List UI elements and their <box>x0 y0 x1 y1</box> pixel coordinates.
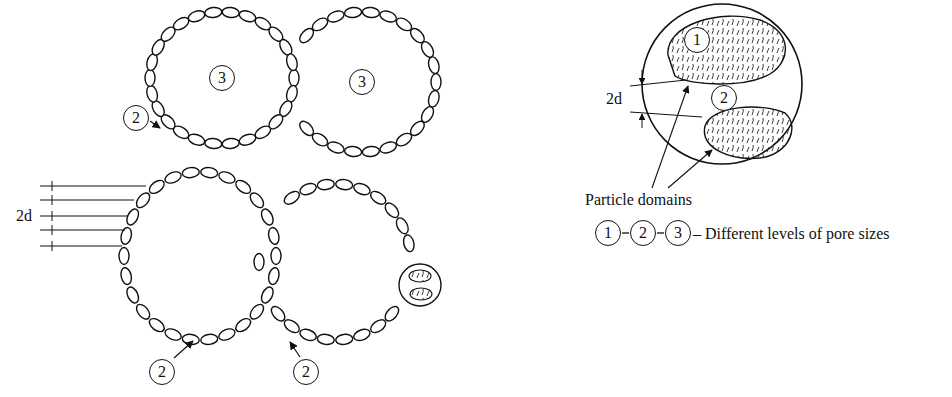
pore-level-number: 2 <box>132 110 140 126</box>
dimension-label: 2d <box>15 206 33 225</box>
pore-level-number: 2 <box>639 225 647 241</box>
particle-ring <box>119 7 441 346</box>
pore-level-number: 1 <box>693 32 701 48</box>
circled-number: 3 <box>665 220 691 246</box>
circled-number: 2 <box>149 359 175 385</box>
pore-level-number: 3 <box>358 74 366 90</box>
circled-number: 2 <box>711 85 737 111</box>
pore-level-number: 2 <box>158 364 166 380</box>
pore-level-number: 3 <box>218 70 226 86</box>
pore-level-number: 3 <box>674 225 682 241</box>
domain-circle <box>642 4 802 164</box>
circled-number: 1 <box>595 220 621 246</box>
pore-level-number: 2 <box>720 90 728 106</box>
circled-number: 2 <box>293 359 319 385</box>
circled-number: 2 <box>630 220 656 246</box>
magnified-domain <box>399 264 441 306</box>
dimension-lines <box>630 70 702 128</box>
circled-number: 3 <box>209 65 235 91</box>
dimension-lines <box>40 181 146 251</box>
circled-number: 1 <box>684 27 710 53</box>
annotation-text: Particle domains <box>584 190 693 209</box>
leader-arrows <box>652 86 712 188</box>
pore-level-number: 1 <box>604 225 612 241</box>
dimension-label: 2d <box>605 89 623 108</box>
circled-number: 3 <box>349 69 375 95</box>
circled-number: 2 <box>123 105 149 131</box>
leader-arrows <box>150 121 300 358</box>
legend-text: – Different levels of pore sizes <box>692 224 899 243</box>
pore-level-number: 2 <box>302 364 310 380</box>
